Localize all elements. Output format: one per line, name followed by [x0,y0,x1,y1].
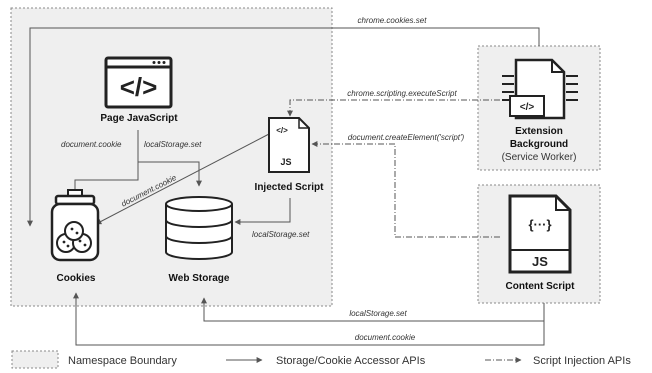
content-script-file-icon: {···} JS [508,194,572,274]
extension-label-line2: Background [510,139,568,150]
svg-text:</>: </> [520,102,535,113]
svg-text:JS: JS [532,254,548,269]
svg-text:</>: </> [276,126,288,135]
edge-label-chrome-cookies-set: chrome.cookies.set [358,16,428,25]
edge-label-pj-document-cookie: document.cookie [61,140,122,149]
svg-text:JS: JS [280,157,291,167]
edge-label-cs-document-cookie: document.cookie [355,333,416,342]
svg-text:{···}: {···} [528,217,551,232]
edge-label-execute-script: chrome.scripting.executeScript [347,89,457,98]
content-script-label: Content Script [506,281,576,292]
code-glyph: </> [120,72,158,102]
cookie-jar-icon [50,189,100,262]
legend-namespace-swatch [11,350,59,369]
edge-chrome-cookies-set [27,27,540,227]
edge-injected-to-storage [234,198,291,225]
browser-window-icon: </> [104,56,173,109]
cookies-label: Cookies [57,273,96,284]
edge-page-js-to-storage [137,130,202,187]
database-icon [165,196,233,260]
edge-label-inj-local-storage: localStorage.set [252,230,310,239]
injected-script-file-icon: </> JS [268,117,310,173]
edge-execute-script [287,99,500,117]
legend-accessor-label: Storage/Cookie Accessor APIs [276,355,426,367]
legend-namespace-label: Namespace Boundary [68,355,177,367]
extension-chip-icon: </> [502,58,578,120]
edge-content-to-storage [201,297,545,322]
edge-label-cs-local-storage: localStorage.set [349,309,407,318]
legend-injection-label: Script Injection APIs [533,355,631,367]
edge-create-element [311,141,500,238]
page-javascript-label: Page JavaScript [100,113,178,124]
web-storage-label: Web Storage [169,273,230,284]
edge-injected-to-cookies [95,133,270,225]
edge-label-pj-local-storage: localStorage.set [144,140,202,149]
edge-label-create-element: document.createElement('script') [348,133,465,142]
injected-script-label: Injected Script [255,182,325,193]
service-worker-label: (Service Worker) [502,152,577,163]
extension-label-line1: Extension [515,126,563,137]
edge-content-to-cookies [73,292,545,346]
